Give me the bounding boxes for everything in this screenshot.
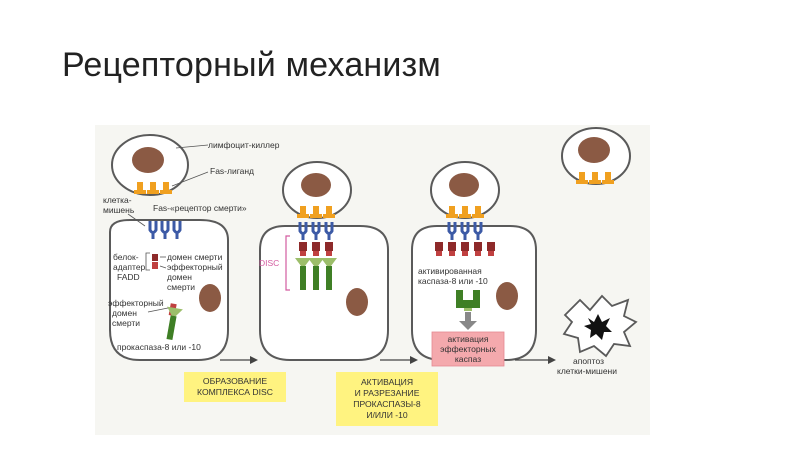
apoptotic-target-cell — [562, 294, 638, 358]
adapter-label-1: белок- — [113, 252, 139, 262]
step-2-line-2: И РАЗРЕЗАНИЕ — [355, 388, 420, 398]
detached-lymphocyte — [561, 127, 631, 185]
fragmented-nucleus — [584, 314, 612, 340]
nucleus — [199, 284, 221, 312]
target-cell-2 — [259, 220, 389, 361]
target-cell-label-1: клетка- — [103, 195, 132, 205]
effector-domain-label-a2: домен — [167, 272, 192, 282]
step-box-1: ОБРАЗОВАНИЕ КОМПЛЕКСА DISC — [184, 372, 286, 402]
apoptosis-label-2: клетки-мишени — [557, 366, 617, 376]
effector-activation-label-2: эффекторных — [440, 344, 496, 354]
target-cell-3 — [411, 220, 537, 361]
step-box-2: АКТИВАЦИЯ И РАЗРЕЗАНИЕ ПРОКАСПАЗЫ-8 И/ИЛ… — [336, 372, 438, 426]
effector-domain-label-b3: смерти — [112, 318, 140, 328]
fas-ligand-label: Fas-лиганд — [210, 166, 254, 176]
step-1-line-2: КОМПЛЕКСА DISC — [197, 387, 273, 397]
step-2-line-4: И/ИЛИ -10 — [366, 410, 408, 420]
death-domain-label: домен смерти — [167, 252, 223, 262]
target-cell-1 — [109, 219, 229, 361]
activated-caspase-label-2: каспаза-8 или -10 — [418, 276, 488, 286]
fadd-adapter — [152, 254, 158, 269]
death-receptor-label: Fas-«рецептор смерти» — [153, 203, 247, 213]
effector-domain-label-a1: эффекторный — [167, 262, 223, 272]
effector-activation-label-3: каспаз — [455, 354, 481, 364]
step-2-line-1: АКТИВАЦИЯ — [361, 377, 413, 387]
disc-bracket — [285, 235, 290, 291]
procaspase-label: прокаспаза-8 или -10 — [117, 342, 201, 352]
effector-activation-label-1: активация — [448, 334, 489, 344]
activated-caspase-label-1: активированная — [418, 266, 482, 276]
apoptosis-label-1: апоптоз — [573, 356, 604, 366]
adapter-label-2: адаптер — [113, 262, 146, 272]
killer-lymphocyte-label: лимфоцит-киллер — [208, 140, 280, 150]
procaspase — [166, 303, 183, 341]
step-1-line-1: ОБРАЗОВАНИЕ — [203, 376, 267, 386]
killer-lymphocyte-cell-3 — [430, 161, 500, 219]
adapter-label-3: FADD — [117, 272, 140, 282]
activated-caspase — [456, 290, 480, 311]
step-2-line-3: ПРОКАСПАЗЫ-8 — [353, 399, 421, 409]
effector-domain-label-b2: домен — [112, 308, 137, 318]
effector-activation-box: активация эффекторных каспаз — [431, 331, 505, 367]
target-cell-label-2: мишень — [103, 205, 135, 215]
disc-label: DISC — [259, 258, 279, 268]
effector-domain-label-a3: смерти — [167, 282, 195, 292]
effector-domain-label-b1: эффекторный — [108, 298, 164, 308]
nucleus — [132, 147, 164, 173]
slide-title: Рецепторный механизм — [62, 46, 441, 84]
killer-lymphocyte-cell — [111, 134, 189, 196]
killer-lymphocyte-cell-2 — [282, 161, 352, 219]
